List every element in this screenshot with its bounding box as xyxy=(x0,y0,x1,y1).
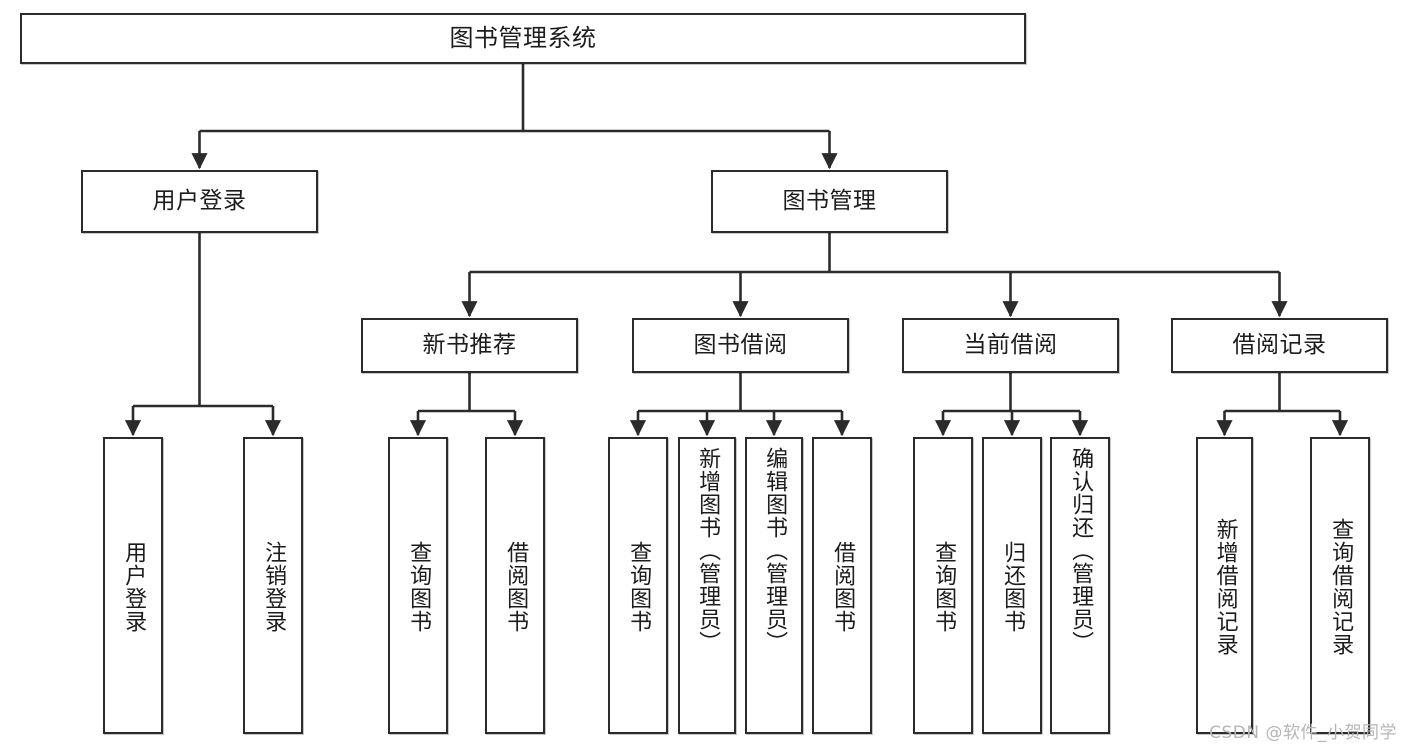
node-label: 当前借阅 xyxy=(963,331,1058,358)
node-label: 编辑图书（管理员） xyxy=(762,447,788,654)
node-book-manage[interactable]: 图书管理 xyxy=(711,170,948,233)
node-leaf-add-book-admin[interactable]: 新增图书（管理员） xyxy=(678,437,736,734)
node-leaf-confirm-return[interactable]: 确认归还（管理员） xyxy=(1050,437,1110,734)
node-borrow-record[interactable]: 借阅记录 xyxy=(1171,318,1388,373)
node-label: 图书借阅 xyxy=(693,331,788,358)
node-label: 借阅图书 xyxy=(503,540,529,633)
node-leaf-logout-login[interactable]: 注销登录 xyxy=(243,437,303,734)
node-leaf-user-login[interactable]: 用户登录 xyxy=(103,437,163,734)
node-leaf-borrow-book-borrow[interactable]: 借阅图书 xyxy=(812,437,872,734)
node-label: 借阅记录 xyxy=(1232,331,1327,358)
node-label: 查询图书 xyxy=(406,540,432,633)
node-label: 图书管理系统 xyxy=(449,24,597,53)
node-label: 确认归还（管理员） xyxy=(1068,447,1094,654)
node-leaf-edit-book-admin[interactable]: 编辑图书（管理员） xyxy=(745,437,803,734)
node-book-borrow[interactable]: 图书借阅 xyxy=(632,318,849,373)
node-label: 新增图书（管理员） xyxy=(695,447,721,654)
node-label: 图书管理 xyxy=(782,187,877,214)
node-label: 用户登录 xyxy=(121,540,147,633)
node-label: 注销登录 xyxy=(261,540,287,633)
node-leaf-return-book[interactable]: 归还图书 xyxy=(982,437,1042,734)
node-label: 借阅图书 xyxy=(830,540,856,633)
node-label: 查询借阅记录 xyxy=(1328,517,1354,656)
node-leaf-borrow-book-new[interactable]: 借阅图书 xyxy=(485,437,545,734)
node-leaf-query-book-current[interactable]: 查询图书 xyxy=(913,437,973,734)
node-label: 归还图书 xyxy=(1000,540,1026,633)
node-leaf-query-book-new[interactable]: 查询图书 xyxy=(388,437,448,734)
node-leaf-add-borrow-record[interactable]: 新增借阅记录 xyxy=(1196,437,1253,734)
node-user-login[interactable]: 用户登录 xyxy=(81,170,318,233)
node-label: 新书推荐 xyxy=(422,331,517,358)
node-label: 查询图书 xyxy=(626,540,652,633)
node-label: 用户登录 xyxy=(152,187,247,214)
node-current-borrow[interactable]: 当前借阅 xyxy=(902,318,1119,373)
node-leaf-query-book-borrow[interactable]: 查询图书 xyxy=(608,437,668,734)
watermark-text: CSDN @软件_小贺同学 xyxy=(1209,723,1397,743)
node-leaf-query-borrow-record[interactable]: 查询借阅记录 xyxy=(1310,437,1370,734)
node-root-system[interactable]: 图书管理系统 xyxy=(20,13,1026,64)
node-label: 查询图书 xyxy=(931,540,957,633)
node-label: 新增借阅记录 xyxy=(1212,517,1238,656)
node-new-book-recommend[interactable]: 新书推荐 xyxy=(361,318,578,373)
